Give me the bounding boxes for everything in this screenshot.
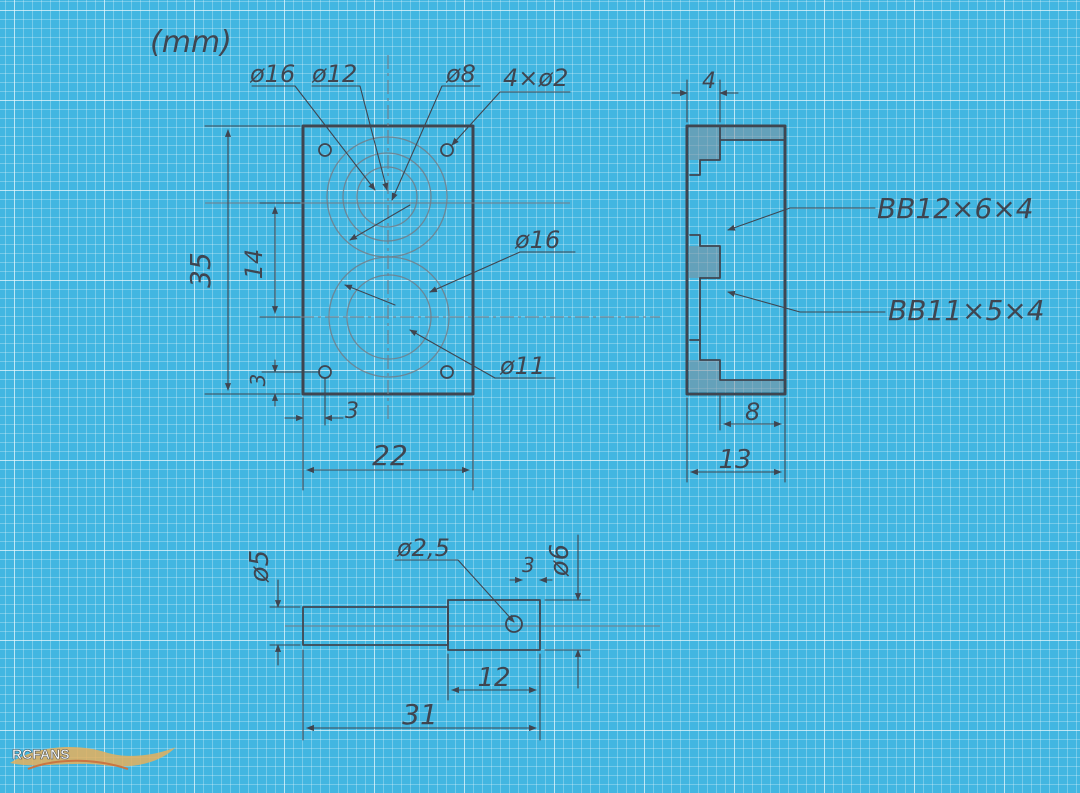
shaft-d25-label: ø2,5 [396, 534, 450, 562]
width-22-label: 22 [372, 439, 408, 472]
shaft-view: ø5 ø2,5 3 ø6 12 31 [245, 534, 660, 741]
bore-d12-circle [342, 152, 432, 242]
side-dim-4-label: 4 [702, 69, 716, 94]
shaft-d6-section [447, 599, 541, 651]
side-view: 4 BB12×6×4 BB11×5×4 8 13 [671, 69, 1045, 483]
cross-hole-d25 [505, 615, 523, 633]
d16-right-label: ø16 [514, 226, 560, 254]
mount-hole-bottom-right [440, 365, 454, 379]
shaft-dim-31-label: 31 [402, 698, 438, 731]
bore-d16-circle [326, 136, 448, 258]
d16-label: ø16 [249, 60, 295, 88]
bore-d11-circle [346, 274, 432, 360]
d11-label: ø11 [499, 352, 545, 380]
bearing-bb12x6x4-label: BB12×6×4 [877, 192, 1034, 225]
d12-label: ø12 [311, 60, 357, 88]
bearing-bb11x5x4-label: BB11×5×4 [888, 294, 1045, 327]
unit-note: (mm) [150, 25, 232, 60]
offset-3-horizontal-label: 3 [345, 399, 359, 424]
svg-text:RCFANS: RCFANS [12, 746, 70, 762]
mount-hole-top-left [318, 143, 332, 157]
height-35-label: 35 [184, 252, 217, 288]
height-14-label: 14 [240, 249, 268, 280]
side-view-outline [685, 124, 787, 396]
offset-3-vertical-label: 3 [246, 374, 270, 387]
shaft-d5-label: ø5 [245, 550, 275, 583]
side-dim-8-label: 8 [745, 398, 760, 426]
d8-label: ø8 [445, 60, 476, 88]
mount-hole-top-right [440, 143, 454, 157]
holes-4xd2-label: 4×ø2 [503, 64, 568, 92]
front-view: ø16 ø12 ø8 4×ø2 ø16 ø11 35 14 3 3 22 [184, 55, 660, 491]
shaft-dim-12-label: 12 [477, 663, 510, 693]
side-dim-13-label: 13 [718, 445, 751, 475]
rcfans-logo: RCFANS [10, 746, 176, 770]
shaft-d6-label: ø6 [545, 544, 575, 577]
bore-d8-circle [356, 166, 418, 228]
shaft-dim-3-label: 3 [522, 553, 535, 577]
bore-lower-d16-circle [328, 256, 450, 378]
mount-hole-bottom-left [318, 365, 332, 379]
